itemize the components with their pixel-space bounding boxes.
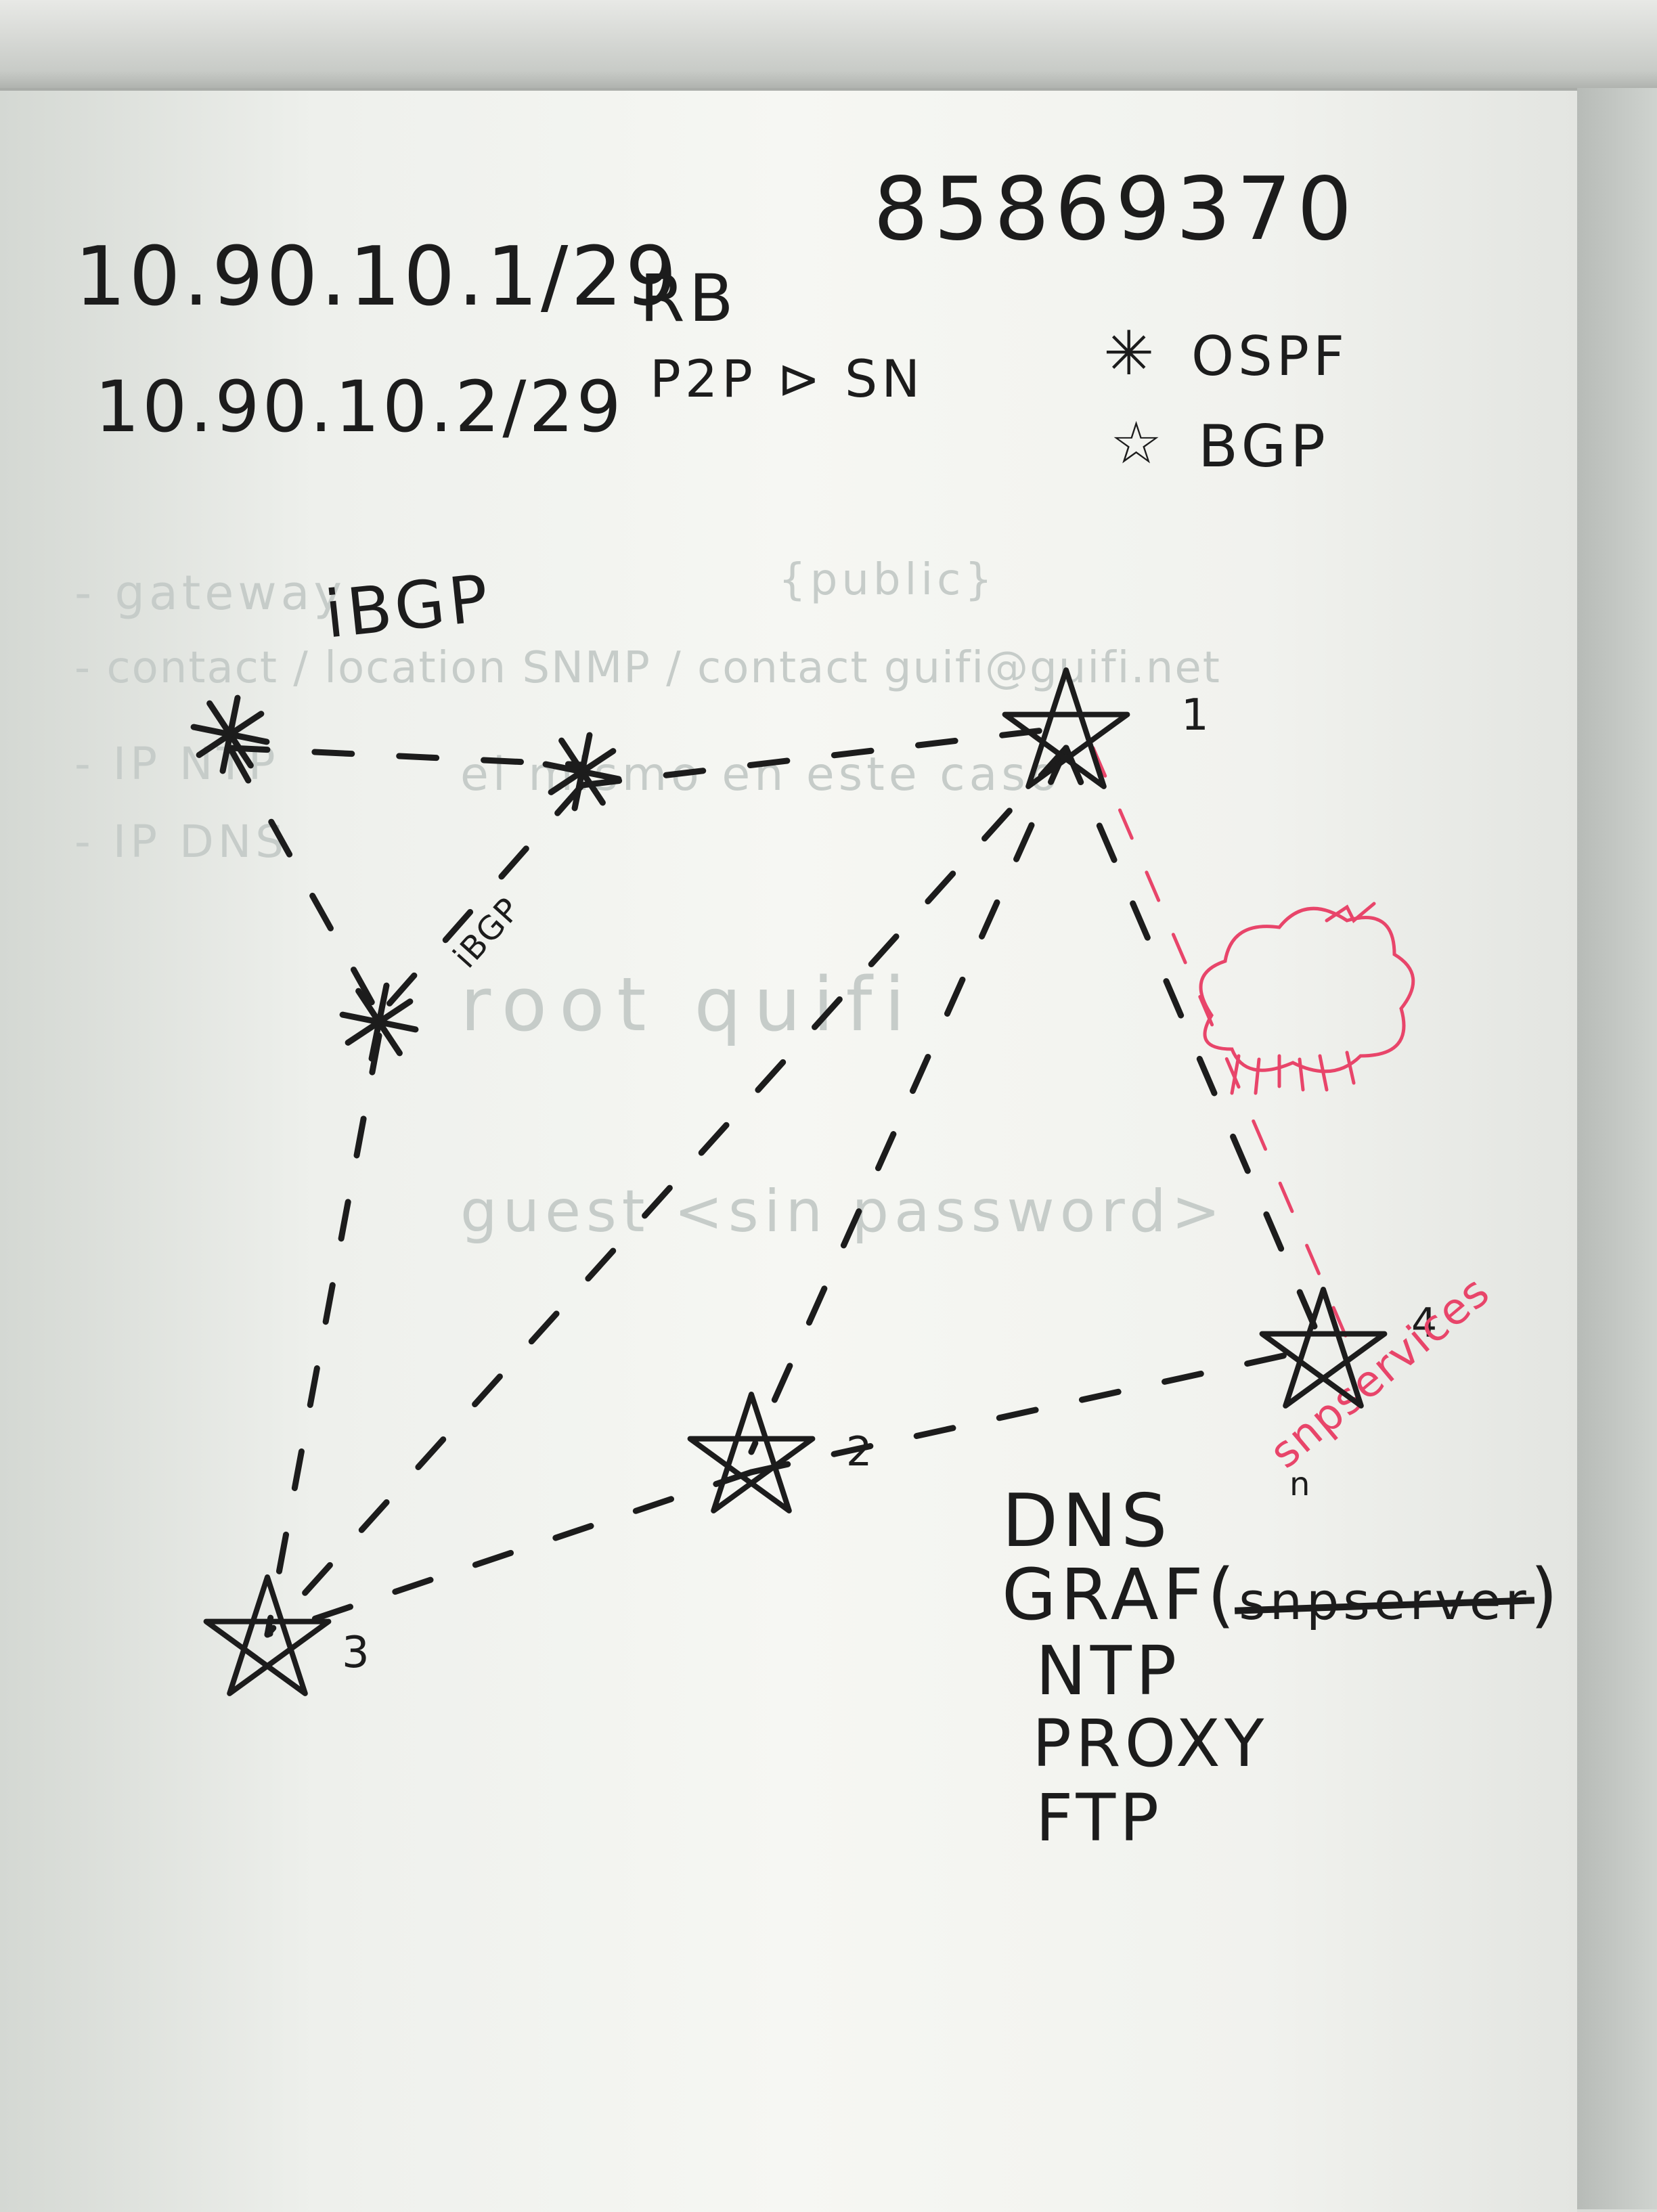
phone-number: 85869370 — [873, 159, 1358, 260]
ghost-line-dns: - IP DNS — [74, 816, 288, 868]
ospf-legend-label: OSPF — [1191, 325, 1349, 388]
link-ob-b1 — [579, 724, 1069, 789]
ghost-line-same: el mismo en este caso — [460, 748, 1062, 801]
lightning-mark — [1325, 902, 1376, 923]
link-b1-b3 — [264, 745, 1069, 1638]
diagram-nodes — [190, 667, 1388, 1696]
service-graf-label: GRAF( — [1002, 1553, 1239, 1636]
flipchart-paper — [0, 88, 1577, 2212]
bgp-router-icon — [687, 1392, 816, 1513]
bgp-router-icon — [1002, 667, 1130, 789]
cloud-drips — [1230, 1050, 1356, 1095]
ip-address-1: 10.90.10.1/29 — [74, 230, 680, 324]
bgp-legend-icon: ☆ — [1110, 410, 1167, 477]
cloud-drawing — [1199, 902, 1415, 1095]
service-graf: GRAF(snpserver) — [1002, 1553, 1562, 1636]
ghost-line-guest: guest <sin password> — [460, 1178, 1226, 1245]
diagram-links — [227, 724, 1352, 1638]
ospf-router-icon — [542, 732, 622, 812]
ospf-router-icon — [190, 694, 270, 774]
link-oa-ob — [227, 745, 586, 768]
service-ntp: NTP — [1036, 1631, 1181, 1710]
service-dns: DNS — [1002, 1479, 1172, 1564]
ghost-line-snmp: - contact / location SNMP / contact guif… — [74, 643, 1221, 693]
ghost-line-public: {public} — [778, 555, 996, 605]
ghost-line-gateway: - gateway — [74, 565, 346, 621]
link-b2-b4 — [748, 1344, 1327, 1476]
node-label-3: 3 — [342, 1628, 374, 1678]
ip-address-2-note: P2P ⊳ SN — [650, 349, 925, 409]
flipchart-clip — [0, 0, 1657, 102]
ghost-line-root: root quifi — [460, 961, 917, 1048]
paper-edge — [1577, 88, 1657, 2209]
struck-snpserver: snpserver — [1239, 1571, 1530, 1631]
bgp-router-icon — [203, 1574, 332, 1696]
link-b1-b4 — [1063, 745, 1327, 1350]
bgp-router-icon — [1259, 1287, 1388, 1409]
ip-address-2: 10.90.10.2/29 — [95, 366, 624, 448]
footnote-mark: n — [1289, 1465, 1314, 1503]
node-label-4: 4 — [1411, 1300, 1442, 1347]
cloud-outline — [1199, 906, 1415, 1074]
ospf-legend-icon: ✳ — [1103, 318, 1159, 389]
link-b2-b3 — [264, 1469, 755, 1638]
link-oa-oc — [227, 745, 382, 1019]
node-label-1: 1 — [1181, 690, 1213, 740]
link-ob-oc — [376, 782, 586, 1019]
service-graf-close: ) — [1530, 1553, 1562, 1636]
link-oc-b3 — [264, 1032, 382, 1638]
service-proxy: PROXY — [1032, 1706, 1268, 1782]
service-ftp: FTP — [1036, 1780, 1164, 1856]
link-b1-b4 — [1091, 746, 1352, 1349]
link-b1-b2 — [748, 745, 1069, 1455]
ip-address-1-note: RB — [640, 261, 738, 336]
bgp-legend-label: BGP — [1198, 413, 1329, 481]
ospf-router-icon — [339, 982, 419, 1062]
